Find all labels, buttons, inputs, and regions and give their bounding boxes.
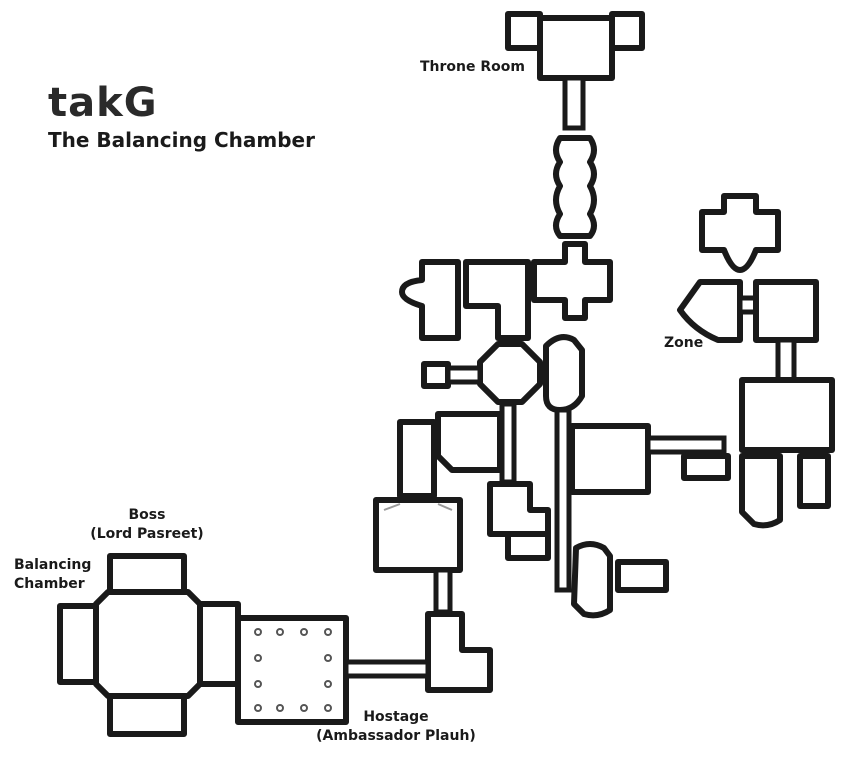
label-boss: Boss (Lord Pasreet) (84, 506, 210, 544)
label-throne-room: Throne Room (420, 59, 525, 75)
label-hostage: Hostage (Ambassador Plauh) (306, 708, 486, 746)
label-balancing-line1: Balancing (14, 557, 92, 573)
map-subtitle: The Balancing Chamber (48, 128, 315, 152)
label-balancing-chamber: Balancing Chamber (14, 556, 91, 594)
label-boss-line1: Boss (128, 507, 166, 523)
label-hostage-line2: (Ambassador Plauh) (316, 728, 476, 744)
hostage-hall (235, 615, 431, 725)
label-zone: Zone (664, 335, 704, 351)
wavy-rooms (553, 135, 597, 239)
tall-round-room (543, 334, 585, 593)
label-hostage-line1: Hostage (363, 709, 429, 725)
map-title: takG (48, 80, 158, 126)
balancing-chamber (57, 553, 241, 737)
octagon-room (421, 341, 543, 405)
east-rooms (569, 423, 731, 619)
cross-room (531, 241, 613, 321)
throne-room-area (505, 11, 645, 131)
middle-left-rooms (397, 401, 551, 561)
label-boss-line2: (Lord Pasreet) (90, 526, 204, 542)
label-balancing-line2: Chamber (14, 576, 85, 592)
upper-left-rooms (399, 259, 531, 341)
zone-area (677, 193, 835, 529)
central-room (373, 497, 493, 693)
